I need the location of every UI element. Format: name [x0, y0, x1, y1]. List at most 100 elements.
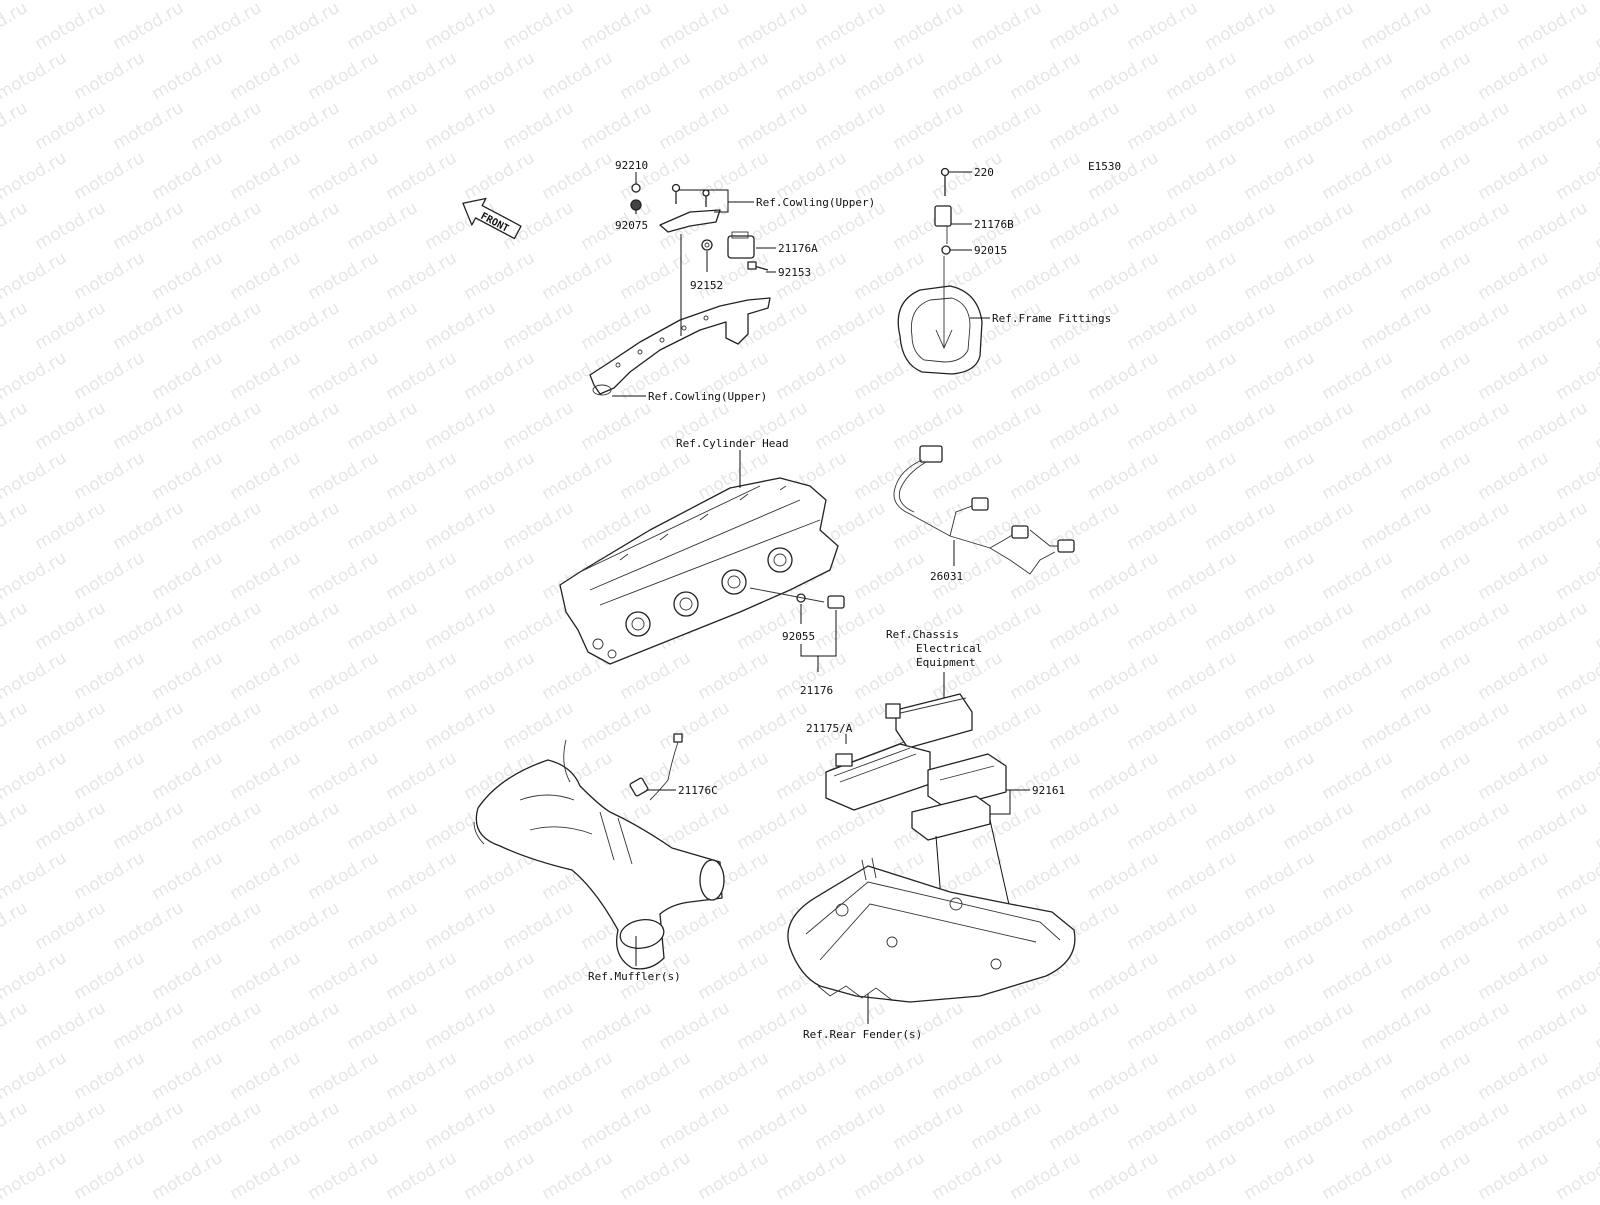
watermark-text: motod.ru: [344, 398, 422, 454]
watermark-text: motod.ru: [1397, 1148, 1475, 1200]
watermark-text: motod.ru: [1358, 398, 1436, 454]
watermark-text: motod.ru: [851, 448, 929, 504]
watermark-text: motod.ru: [71, 248, 149, 304]
watermark-text: motod.ru: [1436, 1098, 1514, 1154]
watermark-text: motod.ru: [1280, 0, 1358, 54]
watermark-text: motod.ru: [227, 648, 305, 704]
watermark-text: motod.ru: [422, 998, 500, 1054]
watermark-text: motod.ru: [578, 998, 656, 1054]
watermark-text: motod.ru: [305, 1148, 383, 1200]
watermark-text: motod.ru: [0, 248, 70, 304]
watermark-text: motod.ru: [1085, 748, 1163, 804]
watermark-text: motod.ru: [188, 398, 266, 454]
watermark-text: motod.ru: [227, 248, 305, 304]
watermark-text: motod.ru: [1475, 0, 1553, 4]
watermark-text: motod.ru: [1553, 448, 1600, 504]
watermark-text: motod.ru: [812, 298, 890, 354]
watermark-text: motod.ru: [344, 1098, 422, 1154]
watermark-text: motod.ru: [1280, 698, 1358, 754]
watermark-text: motod.ru: [188, 0, 266, 54]
watermark-text: motod.ru: [812, 1098, 890, 1154]
watermark-text: motod.ru: [383, 448, 461, 504]
watermark-text: motod.ru: [851, 48, 929, 104]
watermark-text: motod.ru: [500, 298, 578, 354]
label-26031: 26031: [930, 570, 963, 583]
label-92152: 92152: [690, 279, 723, 292]
watermark-text: motod.ru: [1085, 348, 1163, 404]
watermark-text: motod.ru: [305, 648, 383, 704]
watermark-text: motod.ru: [0, 598, 31, 654]
watermark-text: motod.ru: [110, 798, 188, 854]
watermark-text: motod.ru: [344, 98, 422, 154]
washer-92152: [702, 240, 712, 250]
watermark-text: motod.ru: [188, 1098, 266, 1154]
watermark-text: motod.ru: [149, 748, 227, 804]
watermark-text: motod.ru: [344, 898, 422, 954]
watermark-text: motod.ru: [1436, 0, 1514, 54]
watermark-text: motod.ru: [1124, 698, 1202, 754]
watermark-text: motod.ru: [1514, 598, 1592, 654]
watermark-text: motod.ru: [1241, 648, 1319, 704]
watermark-text: motod.ru: [539, 148, 617, 204]
watermark-text: motod.ru: [695, 48, 773, 104]
watermark-text: motod.ru: [1592, 698, 1600, 754]
watermark-text: motod.ru: [1553, 848, 1600, 904]
watermark-text: motod.ru: [1397, 848, 1475, 904]
watermark-text: motod.ru: [110, 898, 188, 954]
watermark-text: motod.ru: [1358, 198, 1436, 254]
watermark-text: motod.ru: [188, 98, 266, 154]
watermark-text: motod.ru: [227, 0, 305, 4]
watermark-text: motod.ru: [1475, 448, 1553, 504]
watermark-text: motod.ru: [227, 1048, 305, 1104]
watermark-text: motod.ru: [1163, 0, 1241, 4]
watermark-text: motod.ru: [1358, 0, 1436, 54]
watermark-text: motod.ru: [1124, 298, 1202, 354]
watermark-text: motod.ru: [1319, 248, 1397, 304]
label-92075: 92075: [615, 219, 648, 232]
watermark-text: motod.ru: [1280, 598, 1358, 654]
watermark-text: motod.ru: [539, 0, 617, 4]
watermark-text: motod.ru: [149, 0, 227, 4]
watermark-text: motod.ru: [1475, 1148, 1553, 1200]
label-92210: 92210: [615, 159, 648, 172]
watermark-text: motod.ru: [0, 298, 31, 354]
watermark-text: motod.ru: [656, 1098, 734, 1154]
watermark-text: motod.ru: [227, 748, 305, 804]
watermark-text: motod.ru: [461, 0, 539, 4]
watermark-text: motod.ru: [422, 698, 500, 754]
watermark-text: motod.ru: [1475, 548, 1553, 604]
watermark-text: motod.ru: [500, 698, 578, 754]
watermark-text: motod.ru: [812, 0, 890, 54]
watermark-text: motod.ru: [0, 98, 31, 154]
watermark-text: motod.ru: [968, 98, 1046, 154]
watermark-text: motod.ru: [1124, 98, 1202, 154]
watermark-text: motod.ru: [539, 448, 617, 504]
watermark-text: motod.ru: [1592, 998, 1600, 1054]
watermark-text: motod.ru: [500, 98, 578, 154]
watermark-text: motod.ru: [71, 1148, 149, 1200]
watermark-text: motod.ru: [1397, 648, 1475, 704]
watermark-text: motod.ru: [1514, 998, 1592, 1054]
watermark-text: motod.ru: [1358, 898, 1436, 954]
watermark-text: motod.ru: [1436, 398, 1514, 454]
nut-92075: [631, 200, 641, 210]
watermark-text: motod.ru: [1475, 48, 1553, 104]
watermark-text: motod.ru: [0, 1148, 70, 1200]
watermark-text: motod.ru: [1592, 598, 1600, 654]
watermark-text: motod.ru: [890, 998, 968, 1054]
watermark-text: motod.ru: [1280, 498, 1358, 554]
watermark-text: motod.ru: [1592, 298, 1600, 354]
watermark-text: motod.ru: [110, 998, 188, 1054]
watermark-text: motod.ru: [71, 648, 149, 704]
watermark-text: motod.ru: [1085, 948, 1163, 1004]
watermark-text: motod.ru: [1553, 748, 1600, 804]
label-21175A: 21175/A: [806, 722, 853, 735]
watermark-text: motod.ru: [110, 98, 188, 154]
watermark-text: motod.ru: [1007, 548, 1085, 604]
watermark-text: motod.ru: [734, 0, 812, 54]
watermark-text: motod.ru: [1358, 1098, 1436, 1154]
watermark-text: motod.ru: [1436, 898, 1514, 954]
watermark-text: motod.ru: [1553, 1048, 1600, 1104]
watermark-text: motod.ru: [1475, 848, 1553, 904]
watermark-text: motod.ru: [110, 398, 188, 454]
